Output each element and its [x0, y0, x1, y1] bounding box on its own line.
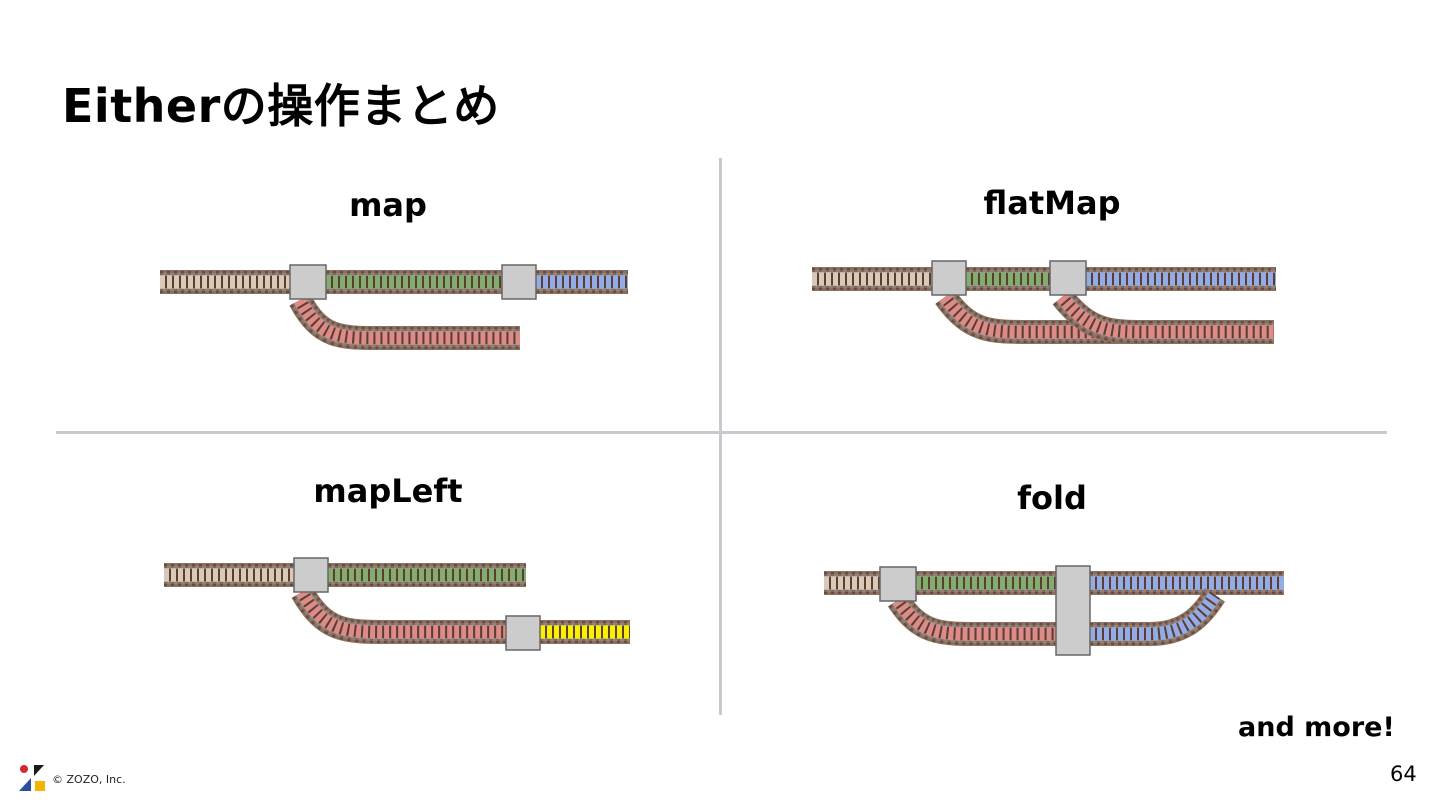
- fold-merged-track: [1090, 588, 1225, 646]
- flatmap-left-track-2: [1052, 289, 1151, 344]
- page-number: 64: [1390, 762, 1417, 786]
- panel-label-fold: fold: [1017, 479, 1087, 517]
- fold-switch-merge: [1055, 565, 1091, 656]
- map-switch-1: [289, 264, 327, 300]
- vertical-divider: [719, 158, 722, 715]
- panel-label-mapleft: mapLeft: [313, 472, 463, 510]
- flatmap-switch-2: [1049, 260, 1087, 296]
- map-switch-2: [501, 264, 537, 300]
- fold-left-track: [887, 593, 1056, 646]
- mapleft-switch-2: [505, 615, 541, 651]
- mapleft-left-track: [291, 585, 508, 644]
- panel-label-map: map: [349, 186, 427, 224]
- panel-label-flatmap: flatMap: [983, 184, 1121, 222]
- page-title: Eitherの操作まとめ: [62, 79, 500, 133]
- map-left-track: [289, 294, 520, 350]
- mapleft-switch-1: [293, 557, 329, 593]
- copyright-text: © ZOZO, Inc.: [52, 773, 126, 786]
- flatmap-switch-1: [931, 260, 967, 296]
- and-more-note: and more!: [1238, 712, 1395, 743]
- zozo-logo-icon: [19, 765, 45, 791]
- fold-switch-1: [879, 566, 917, 602]
- flatmap-left-track-1: [935, 289, 1274, 344]
- horizontal-divider: [56, 431, 1387, 434]
